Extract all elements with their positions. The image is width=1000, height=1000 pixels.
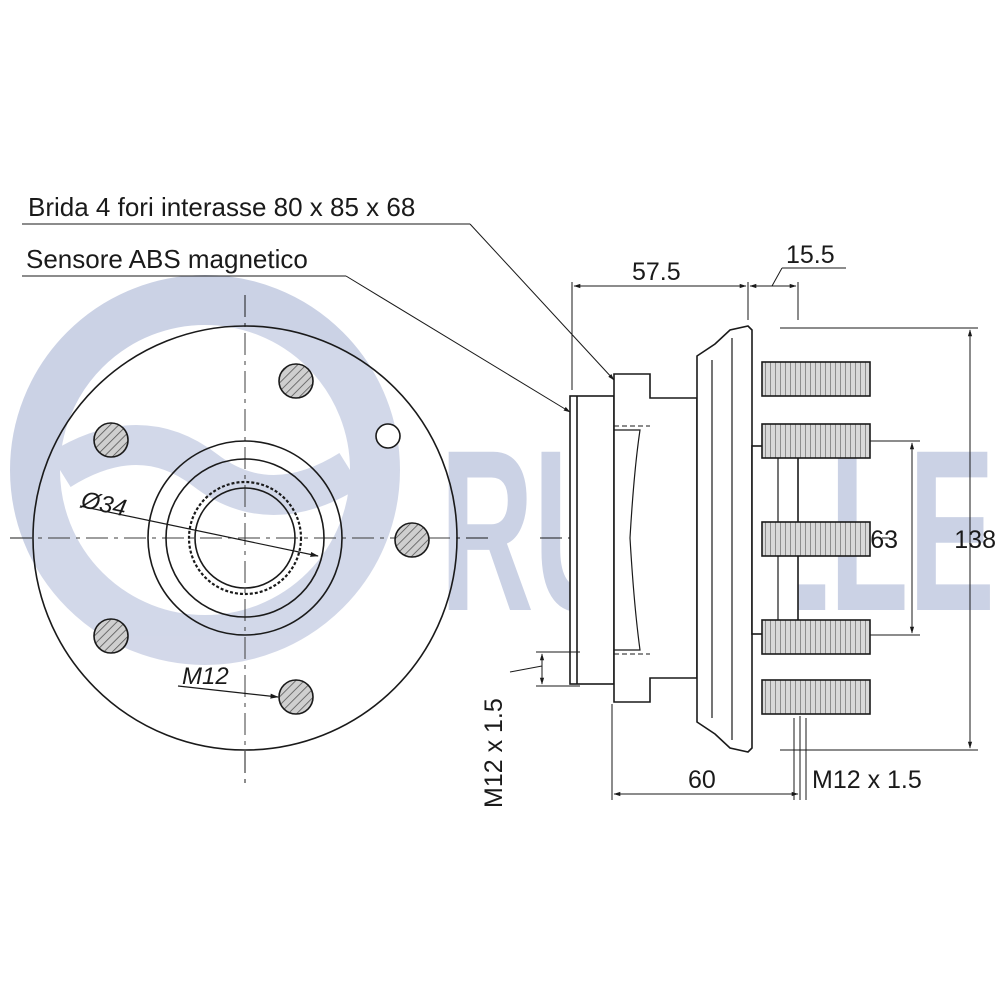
bore-leader: [79, 505, 319, 557]
bearing-body: [613, 373, 698, 703]
thread-leader: [177, 685, 279, 699]
bolt-hole: [93, 618, 129, 654]
labels: Brida 4 fori interasse 80 x 85 x 68 Sens…: [26, 192, 996, 808]
flange-thickness-label: 15.5: [786, 241, 835, 269]
bearing-mount-step: [614, 429, 641, 651]
flange-note-leader: [469, 223, 615, 381]
hub-inner-circle: [165, 458, 325, 618]
stud: [761, 521, 871, 557]
dim-15-5-leader: [771, 267, 783, 287]
bolt-hole: [278, 363, 314, 399]
side-view: [540, 325, 890, 753]
stud-length-label: 60: [688, 766, 716, 794]
overall-height-label: 138: [954, 526, 996, 554]
abs-note: Sensore ABS magnetico: [26, 244, 308, 274]
stud-span-label: 63: [870, 526, 898, 554]
hub-circle: [147, 440, 343, 636]
logo-ring: [10, 275, 400, 665]
wheel-studs: [761, 361, 871, 715]
bolt-hole: [278, 679, 314, 715]
flange-note: Brida 4 fori interasse 80 x 85 x 68: [28, 192, 415, 222]
dim-thread-left-leader: [509, 665, 543, 673]
bolt-hole: [394, 522, 430, 558]
spline-inner-circle: [194, 487, 296, 589]
stud: [761, 361, 871, 397]
depth-label: 57.5: [632, 258, 681, 286]
stud: [761, 619, 871, 655]
side-thread-left-label: M12 x 1.5: [480, 698, 508, 808]
front-view: [10, 295, 490, 785]
dimension-lines: [22, 223, 978, 800]
spline-outer-circle: [187, 480, 303, 596]
flange-outer-circle: [32, 325, 458, 751]
pilot-hole: [375, 423, 401, 449]
front-thread-label: M12: [182, 663, 229, 690]
abs-note-leader: [345, 275, 571, 413]
stud: [761, 423, 871, 459]
stud: [761, 679, 871, 715]
bolt-hole: [93, 422, 129, 458]
side-thread-right-label: M12 x 1.5: [812, 766, 922, 794]
wheel-flange: [696, 325, 753, 753]
